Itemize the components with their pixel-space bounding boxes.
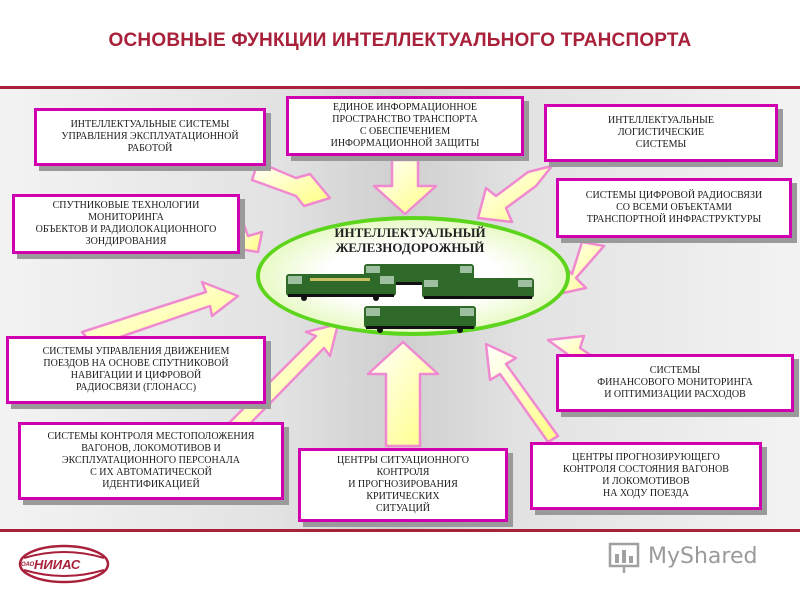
myshared-logo-icon [608, 542, 640, 573]
watermark-text: MyShared [648, 544, 758, 569]
box-financial-monitoring: СИСТЕМЫ ФИНАНСОВОГО МОНИТОРИНГА И ОПТИМИ… [556, 354, 794, 412]
arrow-bottom [366, 340, 440, 448]
locomotive-3-icon [422, 278, 534, 299]
arrow-top [372, 158, 438, 216]
center-title: ИНТЕЛЛЕКТУАЛЬНЫЙ ЖЕЛЕЗНОДОРОЖНЫЙ [334, 225, 486, 255]
box-predictive-control: ЦЕНТРЫ ПРОГНОЗИРУЮЩЕГО КОНТРОЛЯ СОСТОЯНИ… [530, 442, 762, 510]
arrow-bottom-left [224, 322, 340, 438]
box-intelligent-operations-management: ИНТЕЛЛЕКТУАЛЬНЫЕ СИСТЕМЫ УПРАВЛЕНИЯ ЭКСП… [34, 108, 266, 166]
logo-text: НИИАС [34, 557, 81, 572]
arrow-top-right [476, 164, 554, 224]
arrow-top-left [250, 160, 332, 208]
box-location-control: СИСТЕМЫ КОНТРОЛЯ МЕСТОПОЛОЖЕНИЯ ВАГОНОВ,… [18, 422, 284, 500]
locomotive-4-icon [364, 306, 476, 333]
box-train-control-glonass: СИСТЕМЫ УПРАВЛЕНИЯ ДВИЖЕНИЕМ ПОЕЗДОВ НА … [6, 336, 266, 404]
locomotive-2-icon [286, 274, 396, 301]
page-title: ОСНОВНЫЕ ФУНКЦИИ ИНТЕЛЛЕКТУАЛЬНОГО ТРАНС… [108, 30, 692, 51]
box-satellite-monitoring: СПУТНИКОВЫЕ ТЕХНОЛОГИИ МОНИТОРИНГА ОБЪЕК… [12, 194, 240, 254]
niias-logo-icon [18, 544, 110, 584]
locomotives-illustration [286, 264, 534, 333]
box-digital-radio: СИСТЕМЫ ЦИФРОВОЙ РАДИОСВЯЗИ СО ВСЕМИ ОБЪ… [556, 178, 792, 238]
logo-prefix: ОАО [21, 562, 35, 568]
box-intelligent-logistics: ИНТЕЛЛЕКТУАЛЬНЫЕ ЛОГИСТИЧЕСКИЕ СИСТЕМЫ [544, 104, 778, 162]
arrow-right-upper [556, 240, 606, 296]
box-situational-centers: ЦЕНТРЫ СИТУАЦИОННОГО КОНТРОЛЯ И ПРОГНОЗИ… [298, 448, 508, 522]
box-unified-information-space: ЕДИНОЕ ИНФОРМАЦИОННОЕ ПРОСТРАНСТВО ТРАНС… [286, 96, 524, 156]
arrow-bottom-right [484, 342, 560, 444]
